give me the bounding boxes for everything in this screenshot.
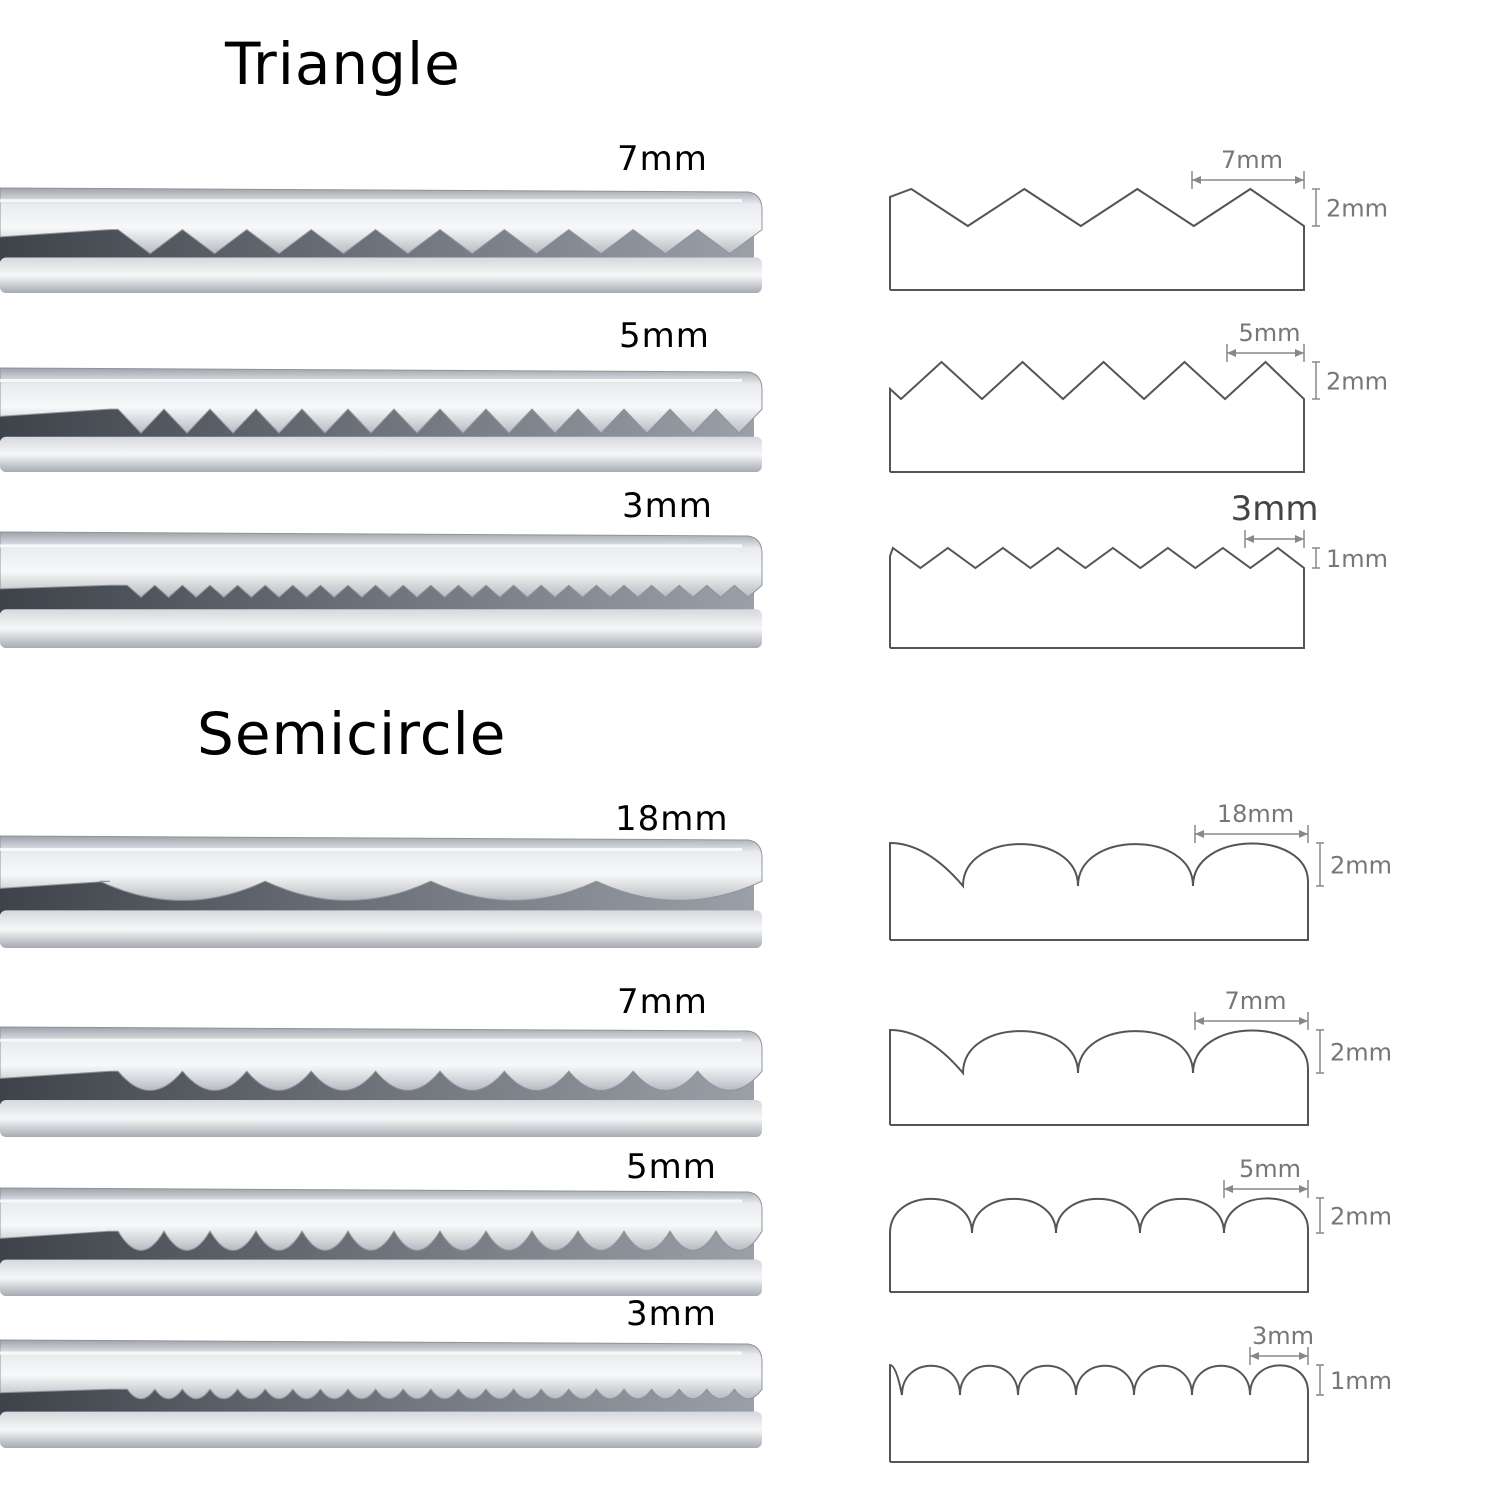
triangle-blade-7mm bbox=[0, 187, 763, 293]
semicircle-profile-7mm: 7mm 2mm bbox=[889, 987, 1392, 1126]
semicircle-profile-3mm: 3mm 1mm bbox=[889, 1322, 1392, 1463]
pitch-label: 5mm bbox=[1239, 1155, 1301, 1183]
semicircle-blade-label-7mm: 7mm bbox=[617, 982, 708, 1022]
pitch-label: 7mm bbox=[1224, 987, 1286, 1015]
semicircle-blade-5mm bbox=[0, 1187, 763, 1296]
lower-blade bbox=[0, 609, 762, 648]
upper-blade-toothed bbox=[0, 1187, 763, 1251]
pitch-dimension: 7mm bbox=[1194, 987, 1309, 1030]
pitch-dimension: 7mm bbox=[1191, 146, 1305, 189]
semicircle-blade-label-5mm: 5mm bbox=[626, 1147, 717, 1187]
profile-outline bbox=[889, 1363, 1309, 1463]
pitch-dimension: 3mm bbox=[1231, 489, 1319, 548]
depth-label: 2mm bbox=[1326, 368, 1388, 396]
triangle-blade-5mm bbox=[0, 367, 763, 472]
lower-blade bbox=[0, 1259, 762, 1296]
semicircle-profile-18mm: 18mm 2mm bbox=[889, 800, 1392, 941]
upper-blade-toothed bbox=[0, 367, 763, 434]
depth-dimension: 2mm bbox=[1316, 1029, 1392, 1074]
profile-outline bbox=[889, 1028, 1309, 1126]
profile-outline bbox=[889, 1197, 1309, 1293]
depth-label: 2mm bbox=[1326, 195, 1388, 223]
depth-dimension: 1mm bbox=[1312, 545, 1388, 573]
pitch-label: 3mm bbox=[1252, 1322, 1314, 1350]
depth-dimension: 1mm bbox=[1316, 1364, 1392, 1396]
triangle-blade-label-5mm: 5mm bbox=[619, 316, 710, 356]
depth-dimension: 2mm bbox=[1316, 1197, 1392, 1234]
triangle-blade-3mm bbox=[0, 531, 763, 648]
pitch-dimension: 5mm bbox=[1223, 1155, 1309, 1198]
depth-label: 1mm bbox=[1326, 545, 1388, 573]
depth-label: 2mm bbox=[1330, 1039, 1392, 1067]
triangle-section-title: Triangle bbox=[225, 30, 461, 98]
pitch-label: 5mm bbox=[1238, 319, 1300, 347]
profile-outline bbox=[889, 546, 1305, 649]
depth-label: 2mm bbox=[1330, 852, 1392, 880]
upper-blade-toothed bbox=[0, 1339, 763, 1400]
profile-outline bbox=[889, 187, 1305, 291]
lower-blade bbox=[0, 1411, 762, 1448]
upper-blade-toothed bbox=[0, 1026, 763, 1091]
triangle-blade-label-7mm: 7mm bbox=[617, 139, 708, 179]
upper-blade-toothed bbox=[0, 187, 763, 255]
pitch-label: 3mm bbox=[1231, 489, 1319, 529]
pitch-dimension: 18mm bbox=[1194, 800, 1309, 843]
upper-blade-toothed bbox=[0, 531, 763, 598]
triangle-blade-label-3mm: 3mm bbox=[622, 486, 713, 526]
semicircle-profile-5mm: 5mm 2mm bbox=[889, 1155, 1392, 1293]
depth-dimension: 2mm bbox=[1316, 842, 1392, 887]
depth-label: 1mm bbox=[1330, 1367, 1392, 1395]
lower-blade bbox=[0, 1100, 762, 1137]
semicircle-blade-18mm bbox=[0, 835, 763, 948]
semicircle-blade-label-3mm: 3mm bbox=[626, 1294, 717, 1334]
semicircle-section-title: Semicircle bbox=[197, 700, 507, 768]
profile-outline bbox=[889, 841, 1309, 941]
depth-dimension: 2mm bbox=[1312, 361, 1388, 400]
depth-label: 2mm bbox=[1330, 1203, 1392, 1231]
profile-outline bbox=[889, 360, 1305, 473]
upper-blade-toothed bbox=[0, 835, 763, 901]
triangle-profile-5mm: 5mm 2mm bbox=[889, 319, 1388, 473]
depth-dimension: 2mm bbox=[1312, 188, 1388, 227]
pitch-label: 7mm bbox=[1221, 146, 1283, 174]
pitch-dimension: 3mm bbox=[1249, 1322, 1314, 1365]
pitch-label: 18mm bbox=[1217, 800, 1294, 828]
semicircle-blade-3mm bbox=[0, 1339, 763, 1448]
lower-blade bbox=[0, 910, 762, 948]
lower-blade bbox=[0, 436, 762, 472]
lower-blade bbox=[0, 257, 762, 293]
pitch-dimension: 5mm bbox=[1226, 319, 1305, 362]
semicircle-blade-7mm bbox=[0, 1026, 763, 1137]
triangle-profile-7mm: 7mm 2mm bbox=[889, 146, 1388, 291]
semicircle-blade-label-18mm: 18mm bbox=[615, 799, 729, 839]
